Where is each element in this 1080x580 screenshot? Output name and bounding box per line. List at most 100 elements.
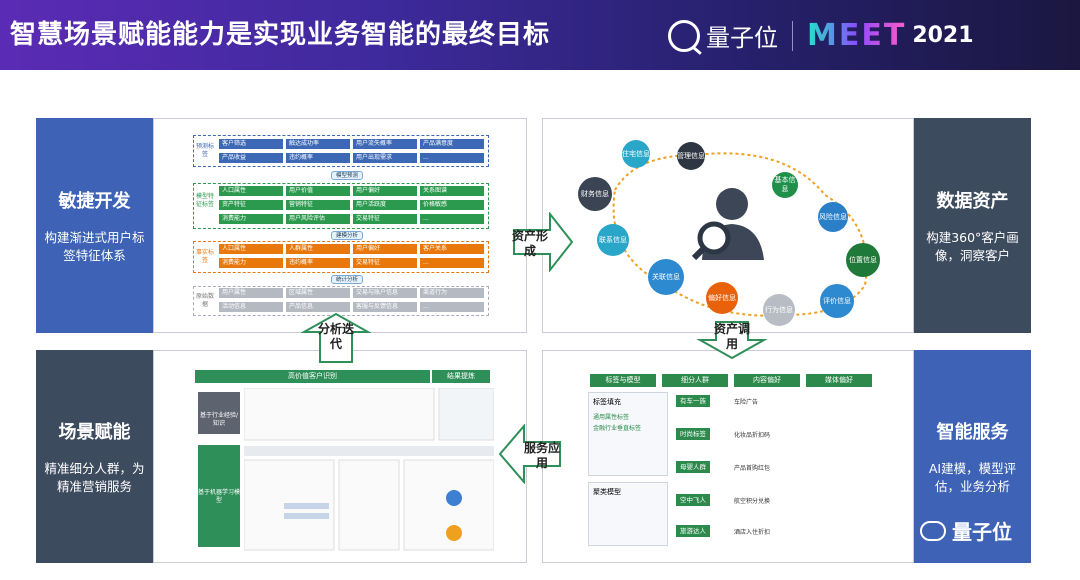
tag-cell: 资产特征 — [219, 200, 283, 210]
header-bar: 智慧场景赋能能力是实现业务智能的最终目标 量子位 MEET 2021 — [0, 0, 1080, 70]
bubble: 财务信息 — [578, 177, 612, 211]
tag-fill-title: 标签填充 — [593, 398, 621, 406]
tag-cell: 价格敏感 — [420, 200, 484, 210]
tag-cell: 产品满意度 — [420, 139, 484, 149]
segment-content: 车险广告 — [734, 398, 759, 406]
q-logo-icon — [668, 19, 700, 52]
bubble: 基本信息 — [772, 172, 798, 198]
service-app-label: 服务应用 — [523, 441, 560, 470]
left-arrow-icon — [498, 424, 561, 484]
tag-cell: 区域属性 — [286, 288, 350, 298]
tag-cell: 用户偏好 — [353, 186, 417, 196]
brand-name: 量子位 — [706, 24, 778, 52]
tag-cell: 客户关系 — [420, 244, 484, 254]
tag-cell: ... — [420, 302, 484, 312]
watermark: 量子位 — [920, 516, 1012, 545]
scene-card: 场景赋能 精准细分人群，为精准营销服务 — [36, 350, 153, 563]
tag-cell: 交易特征 — [353, 214, 417, 224]
segment-content: 航空积分兑换 — [734, 497, 771, 505]
stage-label: 统计分析 — [331, 275, 364, 284]
cluster-box: 聚类模型 — [588, 482, 668, 546]
service-headers: 标签与模型 细分人群 内容偏好 媒体偏好 — [590, 374, 872, 387]
data-assets-desc: 构建360°客户画像，洞察客户 — [926, 229, 1019, 263]
assets-form-label: 资产形成 — [511, 229, 548, 258]
bubble: 偏好信息 — [706, 282, 738, 314]
segment-row: 母婴人群 产品首购红包 — [676, 461, 770, 473]
segment-content: 酒店入住折扣 — [734, 528, 771, 536]
bubble: 评价信息 — [820, 284, 854, 318]
group-label: 事实标签 — [195, 249, 214, 264]
cluster-title: 聚类模型 — [593, 488, 621, 496]
stage-label: 建模分析 — [331, 231, 364, 240]
segment-row: 空中飞人 航空积分兑换 — [676, 494, 770, 506]
data-assets-title: 数据资产 — [936, 190, 1009, 212]
scene-banner-2: 结果提炼 — [432, 370, 490, 383]
event-name: MEET — [807, 18, 907, 53]
tag-cell: 用户风险评估 — [286, 214, 350, 224]
group-label: 原始数据 — [195, 293, 214, 308]
brand-logo: 量子位 MEET 2021 — [668, 18, 974, 53]
tag-cell: 用户属性 — [219, 288, 283, 298]
service-header: 内容偏好 — [734, 374, 800, 387]
smart-service-card: 智能服务 AI建模，模型评估，业务分析 — [914, 350, 1031, 563]
bag-icon: 时尚标签 — [676, 428, 710, 440]
bubble: 行为信息 — [763, 294, 795, 326]
agile-dev-card: 敏捷开发 构建渐进式用户标签特征体系 — [36, 118, 153, 333]
brand-divider — [792, 20, 793, 51]
tag-cell: 用户流失概率 — [353, 139, 417, 149]
bubble: 位置信息 — [846, 243, 880, 277]
tag-cell: 消费能力 — [219, 258, 283, 268]
service-header: 细分人群 — [662, 374, 728, 387]
tag-cell: 客服与反馈信息 — [353, 302, 417, 312]
scene-content — [244, 388, 494, 551]
baby-icon: 母婴人群 — [676, 461, 710, 473]
tag-cell: 用户出现需求 — [353, 153, 417, 163]
analysis-iter-label: 分析迭代 — [318, 322, 355, 351]
tag-cell: 消费能力 — [219, 214, 283, 224]
tag-cell: 人口属性 — [219, 244, 283, 254]
down-arrow-icon — [696, 321, 768, 360]
suitcase-icon: 旅游达人 — [676, 525, 710, 537]
segment-row: 有车一族 车险广告 — [676, 395, 758, 407]
scene-desc: 精准细分人群，为精准营销服务 — [44, 460, 145, 494]
segment-row: 旅游达人 酒店入住折扣 — [676, 525, 770, 537]
bubble: 管理信息 — [677, 142, 705, 170]
tag-cell: 违约概率 — [286, 153, 350, 163]
tag-cell: 人群属性 — [286, 244, 350, 254]
tag-cell: 触达成功率 — [286, 139, 350, 149]
agile-title: 敏捷开发 — [58, 190, 131, 212]
tag-cell: 关系图谱 — [420, 186, 484, 196]
tag-cell: 产品收益 — [219, 153, 283, 163]
plane-icon: 空中飞人 — [676, 494, 710, 506]
tag-cell: 人口属性 — [219, 186, 283, 196]
segment-row: 时尚标签 化妆品折扣码 — [676, 428, 770, 440]
tag-cell: 用户偏好 — [353, 244, 417, 254]
right-arrow-icon — [513, 212, 574, 272]
bubble: 住宅信息 — [622, 140, 650, 168]
tag-system-diagram: 预测标签 客户筛选 触达成功率 用户流失概率 产品满意度 产品收益 违约概率 用… — [193, 135, 489, 316]
tag-cell: 营销特征 — [286, 200, 350, 210]
bubble: 关联信息 — [648, 259, 684, 295]
segment-content: 产品首购红包 — [734, 464, 771, 472]
scene-side-2: 基于机器学习模型 — [198, 445, 240, 547]
scene-banner: 高价值客户识别 — [195, 370, 430, 383]
data-assets-card: 数据资产 构建360°客户画像，洞察客户 — [914, 118, 1031, 333]
wechat-icon — [920, 520, 946, 541]
scene-title: 场景赋能 — [58, 421, 131, 443]
segment-content: 化妆品折扣码 — [734, 431, 771, 439]
person-search-icon — [691, 188, 764, 261]
tag-cell: 渠道行为 — [420, 288, 484, 298]
stage-label: 模型预测 — [331, 171, 364, 180]
agile-desc: 构建渐进式用户标签特征体系 — [44, 229, 145, 263]
bubble: 风险信息 — [818, 202, 848, 232]
smart-title: 智能服务 — [936, 421, 1009, 443]
group-label: 模型特征标签 — [195, 193, 214, 208]
tag-cell: 用户活跃度 — [353, 200, 417, 210]
tag-cell: 违约概率 — [286, 258, 350, 268]
tag-cell: 客户筛选 — [219, 139, 283, 149]
group-label: 预测标签 — [195, 143, 214, 158]
assets-call-label: 资产调用 — [713, 322, 750, 351]
tag-cell: 用户价值 — [286, 186, 350, 196]
tag-cell: 产品信息 — [286, 302, 350, 312]
tag-cell: 活动信息 — [219, 302, 283, 312]
